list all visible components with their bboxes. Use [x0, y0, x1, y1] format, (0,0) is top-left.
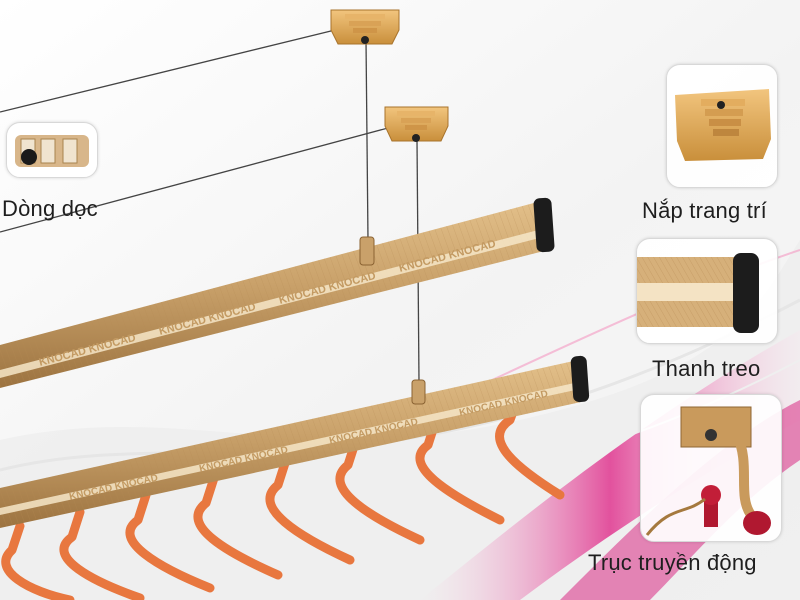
hangers — [1, 393, 565, 600]
label-nap-trang-tri: Nắp trang trí — [642, 198, 767, 223]
hanging-bar-thumbnail — [636, 238, 778, 344]
ceiling-mount-1 — [330, 9, 400, 45]
label-dong-doc: Dòng dọc — [2, 196, 98, 221]
decorative-cap-thumbnail — [666, 64, 778, 188]
label-truc-truyen-dong: Trục truyền động — [588, 550, 757, 575]
lower-hanging-bar: KNOCAD KNOCAD KNOCAD KNOCAD KNOCAD KNOCA… — [0, 355, 590, 528]
upper-hanging-bar: KNOCAD KNOCAD KNOCAD KNOCAD KNOCAD KNOCA… — [0, 197, 555, 388]
label-thanh-treo: Thanh treo — [652, 356, 761, 381]
pulley-thumbnail — [6, 122, 98, 178]
drive-shaft-thumbnail — [640, 394, 782, 542]
ceiling-mount-2 — [384, 106, 449, 142]
